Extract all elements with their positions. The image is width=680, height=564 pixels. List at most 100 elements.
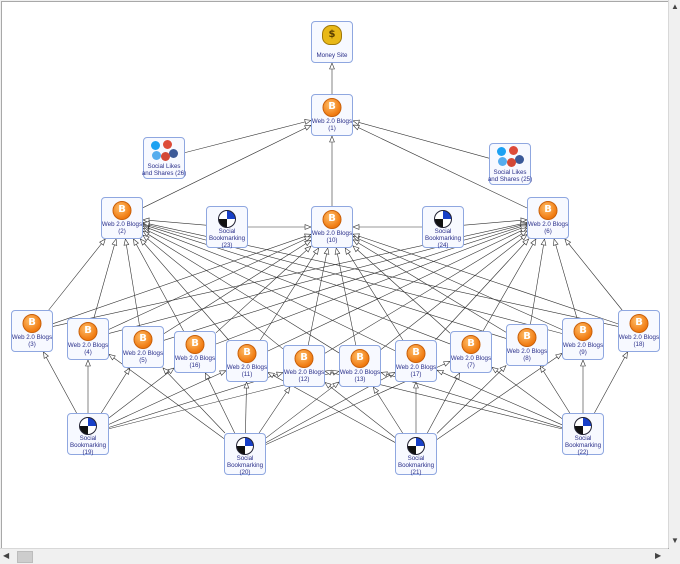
social-network-icon xyxy=(498,157,507,166)
blogger-icon xyxy=(350,349,370,368)
node-b13[interactable]: Web 2.0 Blogs(13) xyxy=(339,345,381,387)
arrowhead xyxy=(142,234,150,242)
node-money[interactable]: Money Site xyxy=(311,21,353,63)
node-b3[interactable]: Web 2.0 Blogs(3) xyxy=(11,310,53,352)
node-label-line3: (22) xyxy=(577,449,589,456)
edge-b5-b2 xyxy=(123,238,140,327)
edge-bm21-b8 xyxy=(436,365,507,434)
arrowhead xyxy=(142,221,150,227)
scroll-up-icon[interactable]: ▲ xyxy=(671,2,679,11)
edge-bm22-b7 xyxy=(491,366,563,419)
blogger-icon xyxy=(461,335,481,354)
node-label: Money Site xyxy=(306,52,358,59)
edge-bm20-b13 xyxy=(265,381,340,439)
edge-bm23-b2 xyxy=(142,217,207,226)
edge-bm19-b5 xyxy=(101,367,131,414)
scroll-left-icon[interactable]: ◀ xyxy=(3,551,10,560)
node-label: Web 2.0 Blogs(16) xyxy=(169,355,221,369)
node-label: Web 2.0 Blogs(11) xyxy=(221,364,273,378)
node-b9[interactable]: Web 2.0 Blogs(9) xyxy=(562,318,604,360)
scroll-right-icon[interactable]: ▶ xyxy=(655,551,662,560)
edge-bm22-b18 xyxy=(594,351,628,414)
arrowhead xyxy=(284,386,291,394)
arrowhead xyxy=(539,365,546,373)
node-b18[interactable]: Web 2.0 Blogs(18) xyxy=(618,310,660,352)
node-label-line3: (21) xyxy=(410,469,422,476)
edge-bm22-b9 xyxy=(580,359,586,413)
blogger-icon xyxy=(322,98,342,117)
node-b16[interactable]: Web 2.0 Blogs(16) xyxy=(174,331,216,373)
arrowhead xyxy=(133,238,139,246)
node-b12[interactable]: Web 2.0 Blogs(12) xyxy=(283,345,325,387)
blogger-icon xyxy=(294,349,314,368)
horizontal-scroll-thumb[interactable] xyxy=(17,551,33,563)
edge-b2-b1 xyxy=(142,124,312,208)
edge-s26-b1 xyxy=(184,119,312,153)
edge-layer xyxy=(43,62,628,445)
bookmark-icon xyxy=(434,210,452,228)
edge-b10-b1 xyxy=(329,135,335,206)
bookmark-icon xyxy=(574,417,592,435)
node-label-line2: (18) xyxy=(633,341,645,348)
node-label-line2: (1) xyxy=(328,125,336,132)
edge-bm20-b11 xyxy=(243,381,250,434)
node-label-line1: Web 2.0 Blogs xyxy=(67,342,109,349)
edge-b12-b2 xyxy=(142,234,284,350)
edge-b16-b2 xyxy=(133,238,184,332)
edge-b13-b6 xyxy=(380,234,528,350)
diagram-canvas[interactable]: Money SiteWeb 2.0 Blogs(1)Social Likesan… xyxy=(1,1,669,549)
node-label-line2: (8) xyxy=(523,355,531,362)
node-label: Web 2.0 Blogs(18) xyxy=(613,334,665,348)
node-b1[interactable]: Web 2.0 Blogs(1) xyxy=(311,94,353,136)
node-label: Web 2.0 Blogs(1) xyxy=(306,118,358,132)
arrowhead xyxy=(304,236,312,242)
arrowhead xyxy=(111,238,118,246)
edge-bm21-b7 xyxy=(427,372,461,434)
arrowhead xyxy=(304,239,312,247)
node-label-line2: (6) xyxy=(544,228,552,235)
node-b4[interactable]: Web 2.0 Blogs(4) xyxy=(67,318,109,360)
node-b11[interactable]: Web 2.0 Blogs(11) xyxy=(226,340,268,382)
node-b6[interactable]: Web 2.0 Blogs(6) xyxy=(527,197,569,239)
arrowhead xyxy=(139,238,147,246)
social-network-icon xyxy=(151,141,160,150)
horizontal-scrollbar[interactable]: ◀ ▶ xyxy=(0,548,668,564)
edge-bm19-b3 xyxy=(43,351,77,414)
node-b2[interactable]: Web 2.0 Blogs(2) xyxy=(101,197,143,239)
edge-bm19-b16 xyxy=(108,367,175,419)
arrowhead xyxy=(520,230,528,237)
node-label: Web 2.0 Blogs(12) xyxy=(278,369,330,383)
edge-bm24-b10 xyxy=(352,224,422,230)
arrowhead xyxy=(108,353,116,361)
arrowhead xyxy=(352,224,360,230)
node-b8[interactable]: Web 2.0 Blogs(8) xyxy=(506,324,548,366)
edge-b7-b6 xyxy=(482,238,537,332)
arrowhead xyxy=(324,369,332,376)
node-b7[interactable]: Web 2.0 Blogs(7) xyxy=(450,331,492,373)
arrowhead xyxy=(334,247,341,255)
edge-b6-b1 xyxy=(352,124,528,209)
arrowhead xyxy=(553,238,559,246)
social-network-icon xyxy=(515,155,524,164)
arrowhead xyxy=(499,365,507,373)
node-b5[interactable]: Web 2.0 Blogs(5) xyxy=(122,326,164,368)
edge-bm20-b16 xyxy=(204,372,235,434)
node-label-line3: (24) xyxy=(437,242,449,249)
arrowhead xyxy=(436,369,444,376)
scroll-down-icon[interactable]: ▼ xyxy=(671,536,679,545)
arrowhead xyxy=(43,351,49,359)
node-b10[interactable]: Web 2.0 Blogs(10) xyxy=(311,206,353,248)
node-b17[interactable]: Web 2.0 Blogs(17) xyxy=(395,340,437,382)
blogger-icon xyxy=(573,322,593,341)
vertical-scrollbar[interactable]: ▲ ▼ xyxy=(668,0,680,548)
